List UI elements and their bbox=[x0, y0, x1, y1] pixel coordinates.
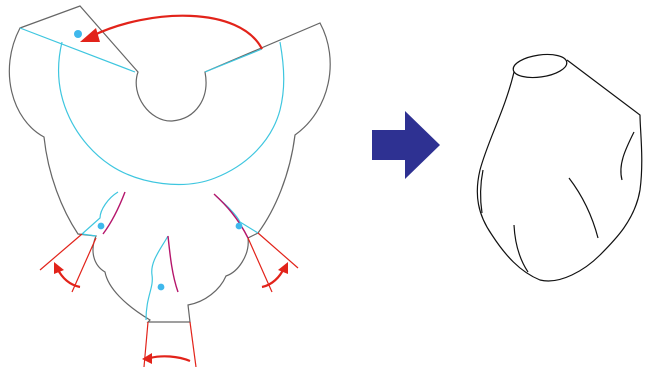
transition-arrow bbox=[372, 111, 440, 179]
fold-arrow-bottom-curve bbox=[150, 356, 190, 361]
seam-line-top-right bbox=[205, 49, 262, 72]
marker-dot bbox=[74, 30, 82, 38]
dart-edge-bottom bbox=[168, 236, 178, 292]
marker-dot bbox=[158, 284, 165, 291]
dart-edge-right bbox=[214, 194, 248, 238]
seam-lines bbox=[20, 28, 284, 320]
shape-fold-line bbox=[569, 178, 598, 238]
shape-top-opening bbox=[512, 51, 569, 80]
fold-arrow-bottom-head bbox=[142, 353, 152, 364]
seam-bottom-dart bbox=[146, 236, 168, 320]
seam-left-dart bbox=[82, 192, 118, 236]
fold-arrow-top-head bbox=[80, 28, 100, 42]
fold-arrows bbox=[40, 16, 298, 367]
flat-pattern bbox=[9, 6, 330, 367]
shape-body-outline bbox=[477, 60, 641, 281]
seam-curve-main bbox=[59, 42, 284, 184]
fold-arrow-top bbox=[92, 16, 262, 49]
shape-fold-line bbox=[621, 132, 634, 180]
dart-edges bbox=[103, 192, 248, 292]
dart-edge-left bbox=[103, 192, 125, 234]
fold-arrow-left bbox=[40, 234, 96, 292]
marker-dot bbox=[236, 223, 243, 230]
shape-fold-line-left bbox=[481, 170, 483, 213]
assembled-shape bbox=[477, 51, 641, 281]
marker-dot bbox=[98, 223, 105, 230]
